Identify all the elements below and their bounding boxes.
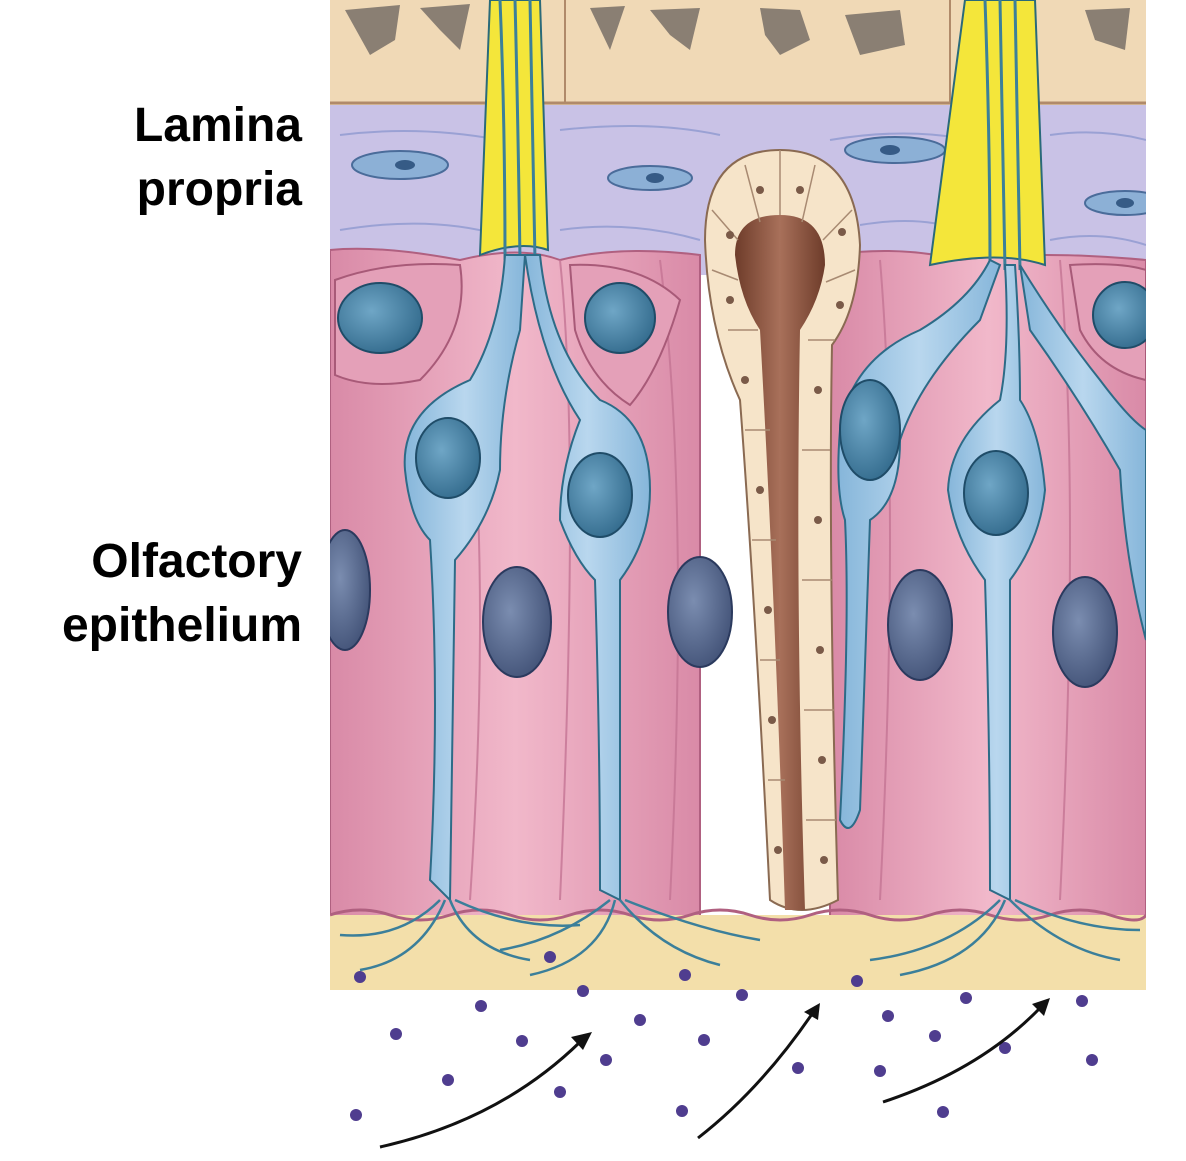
- label-olfactory-epithelium: Olfactory epithelium: [62, 530, 302, 658]
- olfactory-gland: [703, 148, 862, 911]
- label-lamina-propria: Lamina propria: [134, 94, 302, 222]
- receptor-nuclei: [415, 379, 1029, 538]
- label-olfactory-line2: epithelium: [61, 599, 302, 652]
- mucus-layer: [330, 898, 1146, 990]
- label-lamina-line2: propria: [136, 163, 302, 216]
- odorant-molecules: [350, 951, 1098, 1121]
- label-olfactory-line1: Olfactory: [91, 535, 302, 588]
- label-lamina-line1: Lamina: [133, 99, 302, 152]
- arrow-heads: [571, 998, 1050, 1050]
- airflow-arrows: [379, 1006, 1042, 1149]
- axon-bundles: [478, 0, 1047, 271]
